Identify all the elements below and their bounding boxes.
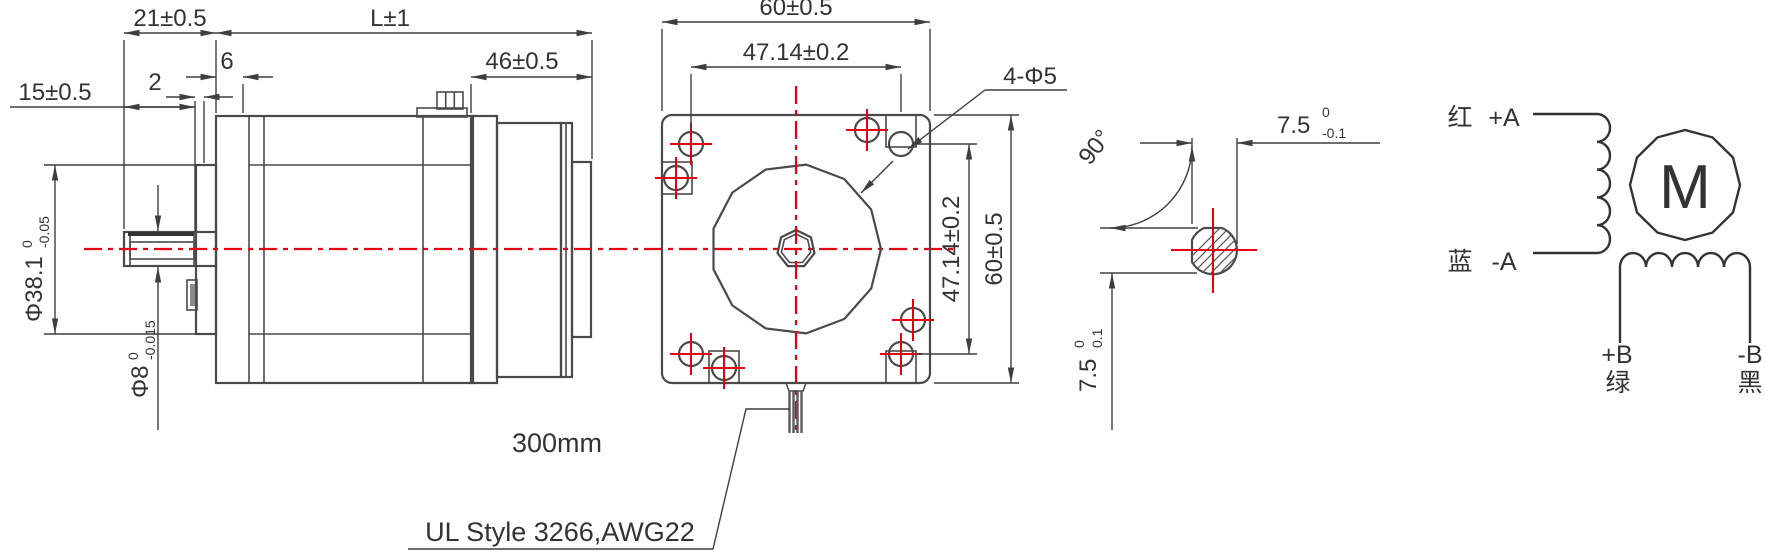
svg-text:90°: 90° bbox=[1073, 125, 1117, 170]
motor-symbol: M bbox=[1659, 153, 1711, 222]
dim-hole-spacing-top: 47.14±0.2 bbox=[743, 39, 850, 66]
svg-text:7.5: 7.5 bbox=[1277, 112, 1310, 139]
cable-length-note: 300mm bbox=[512, 428, 602, 458]
cable-spec-note: UL Style 3266,AWG22 bbox=[425, 517, 695, 547]
side-view: 21±0.5 L±1 46±0.5 6 2 15±0.5 bbox=[10, 5, 958, 430]
dim-flange-height: 60±0.5 bbox=[981, 212, 1008, 285]
lead-a-minus-label: -A bbox=[1492, 248, 1517, 276]
front-view-dimensions: 60±0.5 47.14±0.2 4-Φ5 47.14±0.2 60±0.5 bbox=[661, 0, 1067, 384]
lead-wires bbox=[784, 382, 808, 433]
boss-slot bbox=[186, 279, 198, 311]
side-view-dimensions: 21±0.5 L±1 46±0.5 6 2 15±0.5 bbox=[10, 5, 593, 430]
boss-slot-inner bbox=[190, 284, 195, 306]
dim-flat-angle: 90° bbox=[1073, 125, 1117, 170]
section-centermark bbox=[1171, 208, 1257, 293]
dim-front-cap: 6 bbox=[220, 48, 233, 75]
hole-centermarks bbox=[655, 109, 934, 389]
svg-text:Φ38.1: Φ38.1 bbox=[21, 256, 48, 322]
lead-b-plus-color-label: 绿 bbox=[1605, 369, 1630, 397]
svg-text:-0.05: -0.05 bbox=[36, 216, 52, 248]
motor-circle bbox=[1628, 128, 1742, 242]
lead-a-plus-label: +A bbox=[1488, 104, 1520, 132]
svg-text:0: 0 bbox=[19, 240, 35, 248]
svg-text:0: 0 bbox=[1322, 104, 1330, 120]
svg-text:0: 0 bbox=[1071, 340, 1087, 348]
shaft-section-view: 90° 7.5 0 -0.1 7.5 0 0.1 bbox=[1071, 104, 1380, 430]
svg-text:Φ8: Φ8 bbox=[127, 366, 154, 399]
svg-text:-0.1: -0.1 bbox=[1322, 125, 1346, 141]
dim-flat-length: 15±0.5 bbox=[18, 79, 91, 106]
phase-b-coil bbox=[1618, 251, 1752, 343]
dim-body-length: L±1 bbox=[370, 5, 410, 32]
dim-hole-spacing-side: 47.14±0.2 bbox=[938, 196, 965, 303]
dim-flange-width: 60±0.5 bbox=[759, 0, 832, 21]
pilot-circle bbox=[712, 163, 883, 335]
phase-a-coil bbox=[1533, 112, 1612, 255]
dim-shoulder: 2 bbox=[148, 69, 161, 96]
lead-a-plus-color-label: 红 bbox=[1447, 104, 1472, 132]
dim-flat-height: 7.5 0 0.1 bbox=[1071, 328, 1105, 392]
svg-text:0: 0 bbox=[125, 352, 141, 360]
svg-text:60±0.5: 60±0.5 bbox=[981, 212, 1008, 285]
svg-text:-0.015: -0.015 bbox=[142, 320, 158, 360]
lead-b-plus-label: +B bbox=[1601, 341, 1632, 369]
dim-shaft-dia: Φ8 0 -0.015 bbox=[125, 320, 158, 398]
svg-text:7.5: 7.5 bbox=[1075, 359, 1102, 392]
terminal-connector bbox=[416, 91, 468, 118]
lead-b-minus-color-label: 黑 bbox=[1737, 369, 1762, 397]
dim-pilot-dia: Φ38.1 0 -0.05 bbox=[19, 216, 52, 322]
dim-flat-width: 7.5 0 -0.1 bbox=[1277, 104, 1346, 141]
dim-mounting-holes: 4-Φ5 bbox=[1003, 63, 1057, 90]
lead-a-minus-color-label: 蓝 bbox=[1447, 248, 1472, 276]
dim-rear-section: 46±0.5 bbox=[485, 48, 558, 75]
svg-text:0.1: 0.1 bbox=[1089, 328, 1105, 348]
wiring-diagram: 红 +A 蓝 -A M +B 绿 -B 黑 bbox=[1447, 104, 1762, 397]
lead-b-minus-label: -B bbox=[1738, 341, 1763, 369]
svg-text:47.14±0.2: 47.14±0.2 bbox=[938, 196, 965, 303]
dim-shaft-length: 21±0.5 bbox=[133, 5, 206, 32]
front-view: 60±0.5 47.14±0.2 4-Φ5 47.14±0.2 60±0.5 bbox=[408, 0, 1067, 550]
cable-note: 300mm UL Style 3266,AWG22 bbox=[408, 408, 790, 550]
